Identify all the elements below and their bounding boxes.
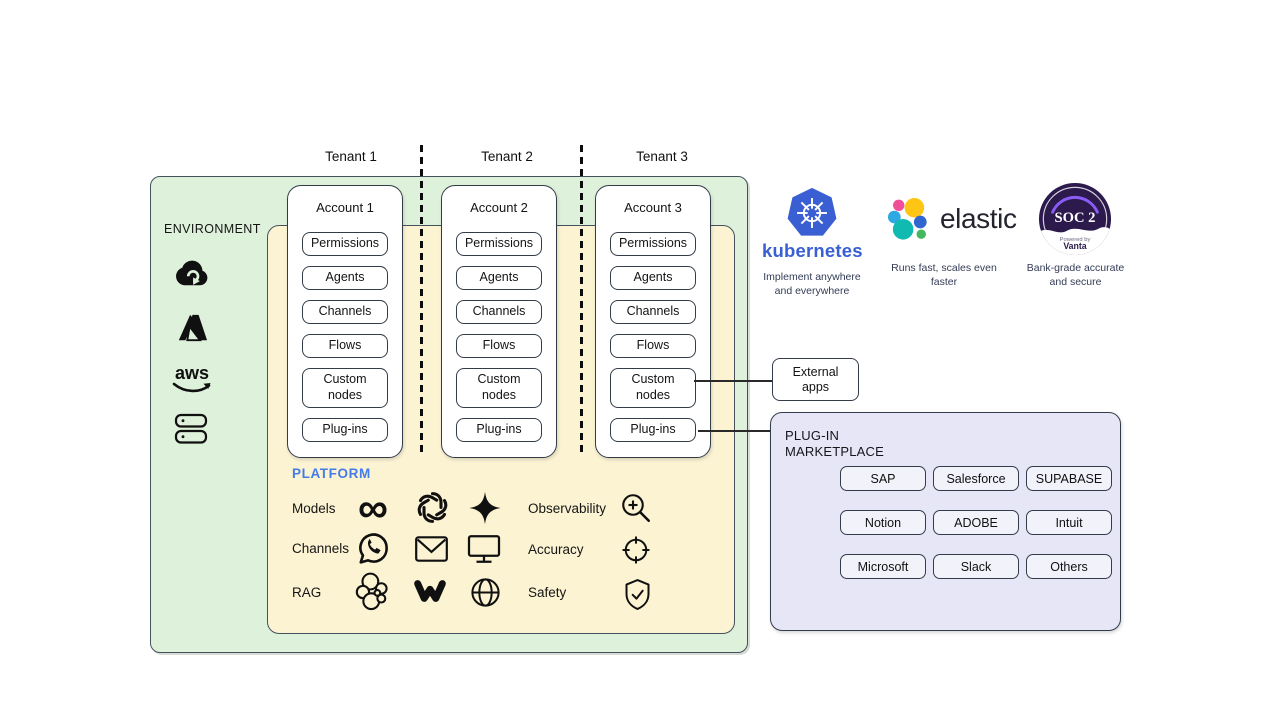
observability-label: Observability [528,501,607,516]
kubernetes-badge: kubernetes Implement anywhere and everyw… [762,186,863,298]
soc2-vanta-badge-icon: SOC 2 Powered by Vanta [1038,182,1112,256]
models-row-label: Models [292,501,336,516]
soc2-title: SOC 2 [1055,210,1096,226]
account-title: Account 2 [470,200,528,215]
plug-ins-chip: Plug-ins [610,418,696,442]
aws-wordmark: aws [174,363,210,383]
weaviate-w-icon [412,577,448,605]
environment-label: ENVIRONMENT [164,222,261,236]
permissions-chip: Permissions [456,232,542,256]
on-prem-servers-icon [174,412,208,446]
email-icon [414,534,449,564]
marketplace-grid: SAP Salesforce SUPABASE Notion ADOBE Int… [840,466,1112,579]
marketplace-item-slack: Slack [933,554,1019,579]
marketplace-item-microsoft: Microsoft [840,554,926,579]
external-apps-box: External apps [772,358,859,401]
tenant-2-label: Tenant 2 [481,149,533,164]
tenant-3-label: Tenant 3 [636,149,688,164]
elastic-wordmark: elastic [940,203,1017,234]
crosshair-icon [619,533,653,567]
permissions-chip: Permissions [302,232,388,256]
azure-icon [176,312,208,344]
channels-chip: Channels [456,300,542,324]
custom-nodes-chip: Custom nodes [456,368,542,408]
google-cloud-icon [174,260,210,288]
safety-label: Safety [528,585,567,600]
magnifier-plus-icon [618,490,654,526]
aws-icon: aws [172,364,212,394]
agents-chip: Agents [456,266,542,290]
accuracy-label: Accuracy [528,542,584,557]
tenant-divider-1 [420,145,423,457]
account-1-card: Account 1 Permissions Agents Channels Fl… [287,185,403,458]
soc2-caption: Bank-grade accurate and secure [1026,262,1125,288]
flows-chip: Flows [610,334,696,358]
channels-row-label: Channels [292,541,350,556]
marketplace-item-salesforce: Salesforce [933,466,1019,491]
plug-ins-chip: Plug-ins [456,418,542,442]
elasticsearch-icon [352,571,394,613]
connector-plug-ins-marketplace [698,430,770,432]
marketplace-item-adobe: ADOBE [933,510,1019,535]
rag-row-label: RAG [292,585,322,600]
flows-chip: Flows [456,334,542,358]
platform-label: PLATFORM [292,466,371,481]
elastic-caption: Runs fast, scales even faster [891,262,997,288]
marketplace-item-sap: SAP [840,466,926,491]
tenant-1-label: Tenant 1 [325,149,377,164]
globe-icon [467,574,504,611]
plug-ins-chip: Plug-ins [302,418,388,442]
account-title: Account 1 [316,200,374,215]
custom-nodes-chip: Custom nodes [302,368,388,408]
kubernetes-icon [762,186,862,240]
marketplace-item-supabase: SUPABASE [1026,466,1112,491]
account-2-card: Account 2 Permissions Agents Channels Fl… [441,185,557,458]
marketplace-item-notion: Notion [840,510,926,535]
external-apps-label: External apps [792,364,839,394]
vanta-wordmark: Vanta [1063,241,1086,251]
sparkle-icon [468,490,502,526]
web-widget-icon [466,533,502,565]
marketplace-item-others: Others [1026,554,1112,579]
channels-chip: Channels [302,300,388,324]
whatsapp-icon [355,530,392,567]
account-title: Account 3 [624,200,682,215]
flows-chip: Flows [302,334,388,358]
kubernetes-caption: Implement anywhere and everywhere [763,271,861,297]
shield-check-icon [621,577,654,612]
permissions-chip: Permissions [610,232,696,256]
marketplace-label: PLUG-IN MARKETPLACE [785,428,885,459]
custom-nodes-chip: Custom nodes [610,368,696,408]
soc2-powered-by: Powered by [1060,237,1091,243]
channels-chip: Channels [610,300,696,324]
elastic-logo-icon [886,196,933,243]
agents-chip: Agents [302,266,388,290]
marketplace-item-intuit: Intuit [1026,510,1112,535]
meta-icon: ∞ [358,484,388,531]
connector-custom-nodes-external-apps [694,380,772,382]
tenant-divider-2 [580,145,583,457]
openai-icon [414,489,451,526]
kubernetes-wordmark: kubernetes [762,240,863,261]
account-3-card: Account 3 Permissions Agents Channels Fl… [595,185,711,458]
agents-chip: Agents [610,266,696,290]
